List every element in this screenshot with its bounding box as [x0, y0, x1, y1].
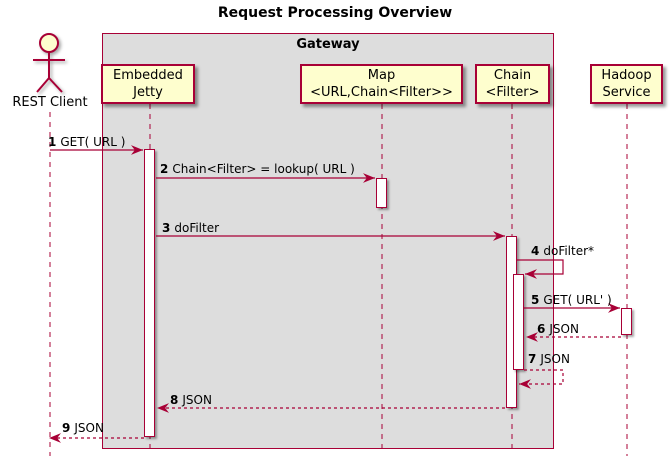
message-number: 6 — [537, 322, 546, 336]
message-number: 5 — [531, 293, 540, 307]
participant-label-line1: Chain — [493, 68, 532, 83]
message-text: doFilter* — [543, 244, 595, 258]
participant-embedded-jetty: Embedded Jetty — [101, 64, 195, 104]
message-text: JSON — [549, 322, 579, 336]
message-text: JSON — [74, 421, 104, 435]
message-text: GET( URL ) — [60, 135, 126, 149]
participant-label-line1: Embedded — [113, 68, 183, 83]
arrow-msg-7-json-self-return — [519, 369, 564, 389]
participant-label-line2: <URL,Chain<Filter>> — [310, 85, 453, 100]
actor-rest-client-icon — [33, 33, 65, 93]
message-number: 2 — [160, 162, 169, 176]
actor-head — [39, 33, 59, 53]
participant-label-line1: Map — [367, 68, 396, 83]
participant-label-line2: Service — [602, 85, 651, 100]
message-text: doFilter — [174, 221, 220, 235]
message-number: 7 — [528, 352, 537, 366]
participant-label-line2: <Filter> — [485, 85, 540, 100]
message-number: 3 — [162, 221, 171, 235]
activation-bar-map — [376, 178, 387, 208]
message-text: GET( URL' ) — [543, 293, 612, 307]
message-number: 9 — [62, 421, 71, 435]
participant-hadoop-service: Hadoop Service — [590, 64, 663, 104]
actor-leg-left — [36, 77, 50, 93]
participant-label-line1: Hadoop — [601, 68, 652, 83]
arrow-msg-4-dofilter-self — [517, 259, 564, 279]
message-number: 8 — [170, 393, 179, 407]
participant-label-line2: Jetty — [133, 85, 163, 100]
actor-rest-client-label: REST Client — [12, 95, 88, 110]
message-number: 4 — [531, 244, 540, 258]
message-number: 1 — [48, 135, 57, 149]
message-text: Chain<Filter> = lookup( URL ) — [172, 162, 355, 176]
activation-bar-chain-nested — [513, 274, 524, 370]
message-text: JSON — [182, 393, 212, 407]
activation-bar-jetty — [144, 149, 155, 437]
activation-bar-hadoop — [621, 308, 632, 335]
diagram-title: Request Processing Overview — [217, 5, 453, 21]
participant-chain: Chain <Filter> — [475, 64, 550, 104]
message-text: JSON — [540, 352, 570, 366]
participant-map: Map <URL,Chain<Filter>> — [300, 64, 463, 104]
gateway-frame-label: Gateway — [296, 37, 360, 52]
actor-leg-right — [48, 77, 63, 93]
